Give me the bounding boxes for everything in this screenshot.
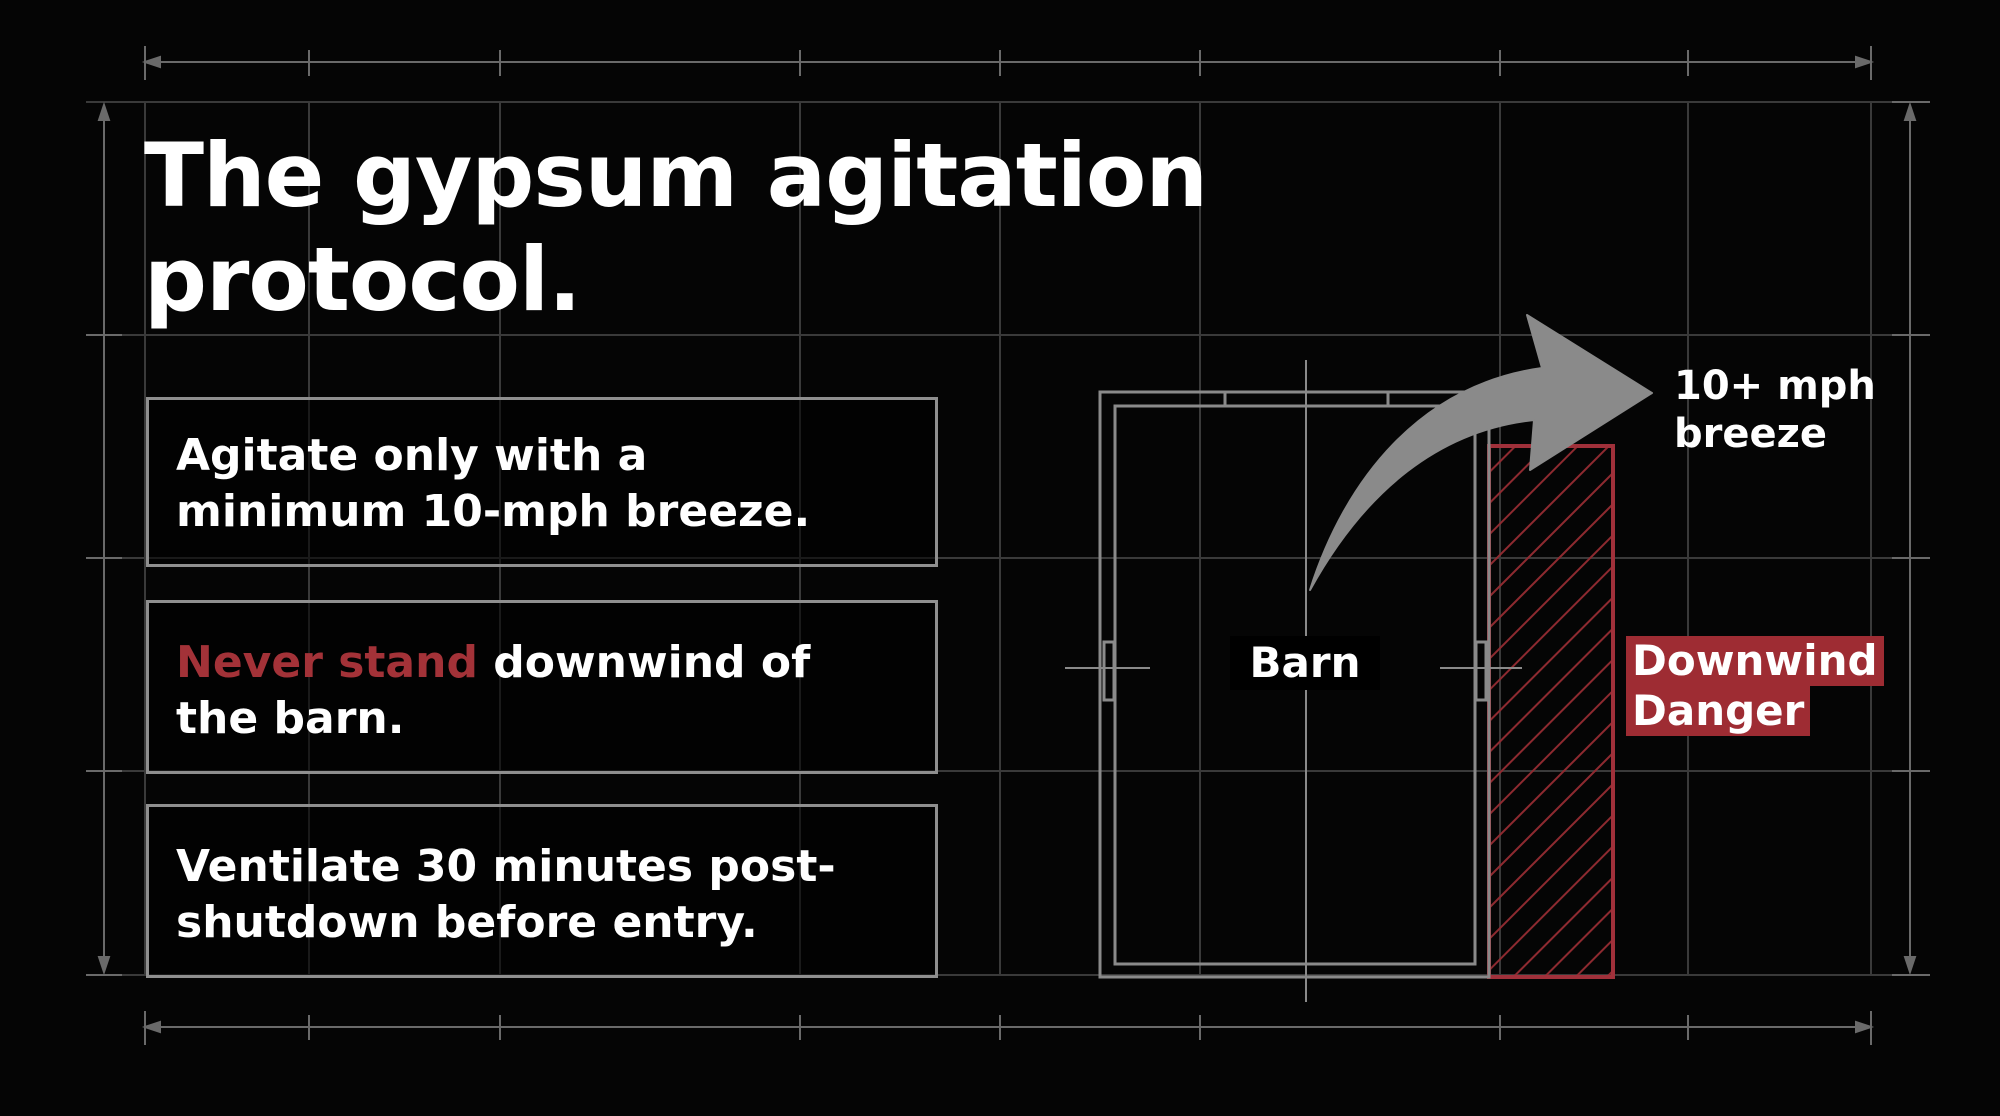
rule-card-breeze: Agitate only with a minimum 10-mph breez… (146, 397, 938, 567)
danger-label-line-1: Downwind (1626, 636, 1884, 686)
rule-text-downwind: Never stand downwind of the barn. (176, 635, 836, 747)
breeze-label: 10+ mph breeze (1674, 363, 1876, 457)
wind-arrow-icon (1309, 314, 1653, 591)
danger-label: Downwind Danger (1626, 636, 1884, 736)
rule-card-downwind: Never stand downwind of the barn. (146, 600, 938, 774)
rule-text-ventilate: Ventilate 30 minutes post-shutdown befor… (176, 841, 836, 948)
rule-text-breeze: Agitate only with a minimum 10-mph breez… (176, 430, 811, 537)
page-title: The gypsum agitation protocol. (144, 124, 1208, 331)
rule-card-ventilate: Ventilate 30 minutes post-shutdown befor… (146, 804, 938, 978)
warning-highlight: Never stand (176, 637, 478, 688)
barn-outline (1098, 390, 1491, 979)
danger-label-line-2: Danger (1626, 686, 1811, 736)
barn-label: Barn (1230, 636, 1380, 690)
rule-text-downwind-rest: downwind of the barn. (176, 637, 811, 744)
danger-zone (1487, 444, 1615, 979)
